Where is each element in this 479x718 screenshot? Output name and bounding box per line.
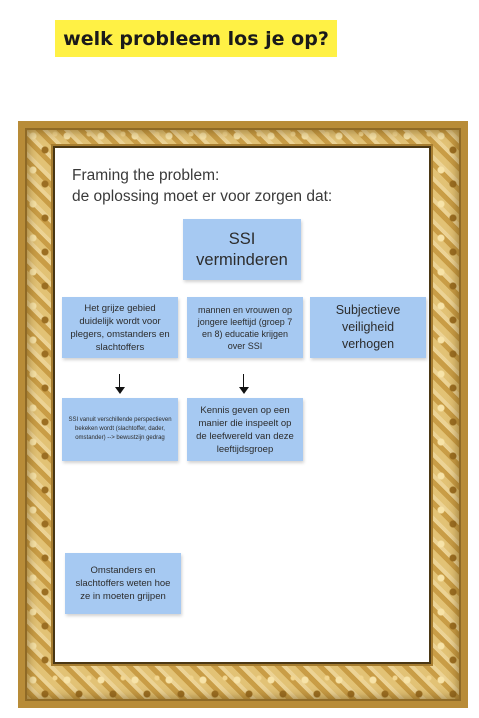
page-title: welk probleem los je op? bbox=[55, 20, 337, 57]
arrow-down-icon[interactable] bbox=[115, 374, 125, 394]
heading-line-1: Framing the problem: bbox=[72, 167, 220, 184]
sticky-note-young-education[interactable]: mannen en vrouwen op jongere leeftijd (g… bbox=[187, 297, 303, 358]
sticky-note-grey-area[interactable]: Het grijze gebied duidelijk wordt voor p… bbox=[62, 297, 178, 358]
sticky-note-bystanders[interactable]: Omstanders en slachtoffers weten hoe ze … bbox=[65, 553, 181, 614]
sticky-note-perspectives[interactable]: SSI vanuit verschillende perspectieven b… bbox=[62, 398, 178, 461]
board-heading: Framing the problem: de oplossing moet e… bbox=[72, 165, 332, 207]
heading-line-2: de oplossing moet er voor zorgen dat: bbox=[72, 188, 333, 205]
arrow-down-icon[interactable] bbox=[239, 374, 249, 394]
sticky-note-subjective-safety[interactable]: Subjectieve veiligheid verhogen bbox=[310, 297, 426, 358]
sticky-note-ssi[interactable]: SSI verminderen bbox=[183, 219, 301, 280]
sticky-note-knowledge[interactable]: Kennis geven op een manier die inspeelt … bbox=[187, 398, 303, 461]
